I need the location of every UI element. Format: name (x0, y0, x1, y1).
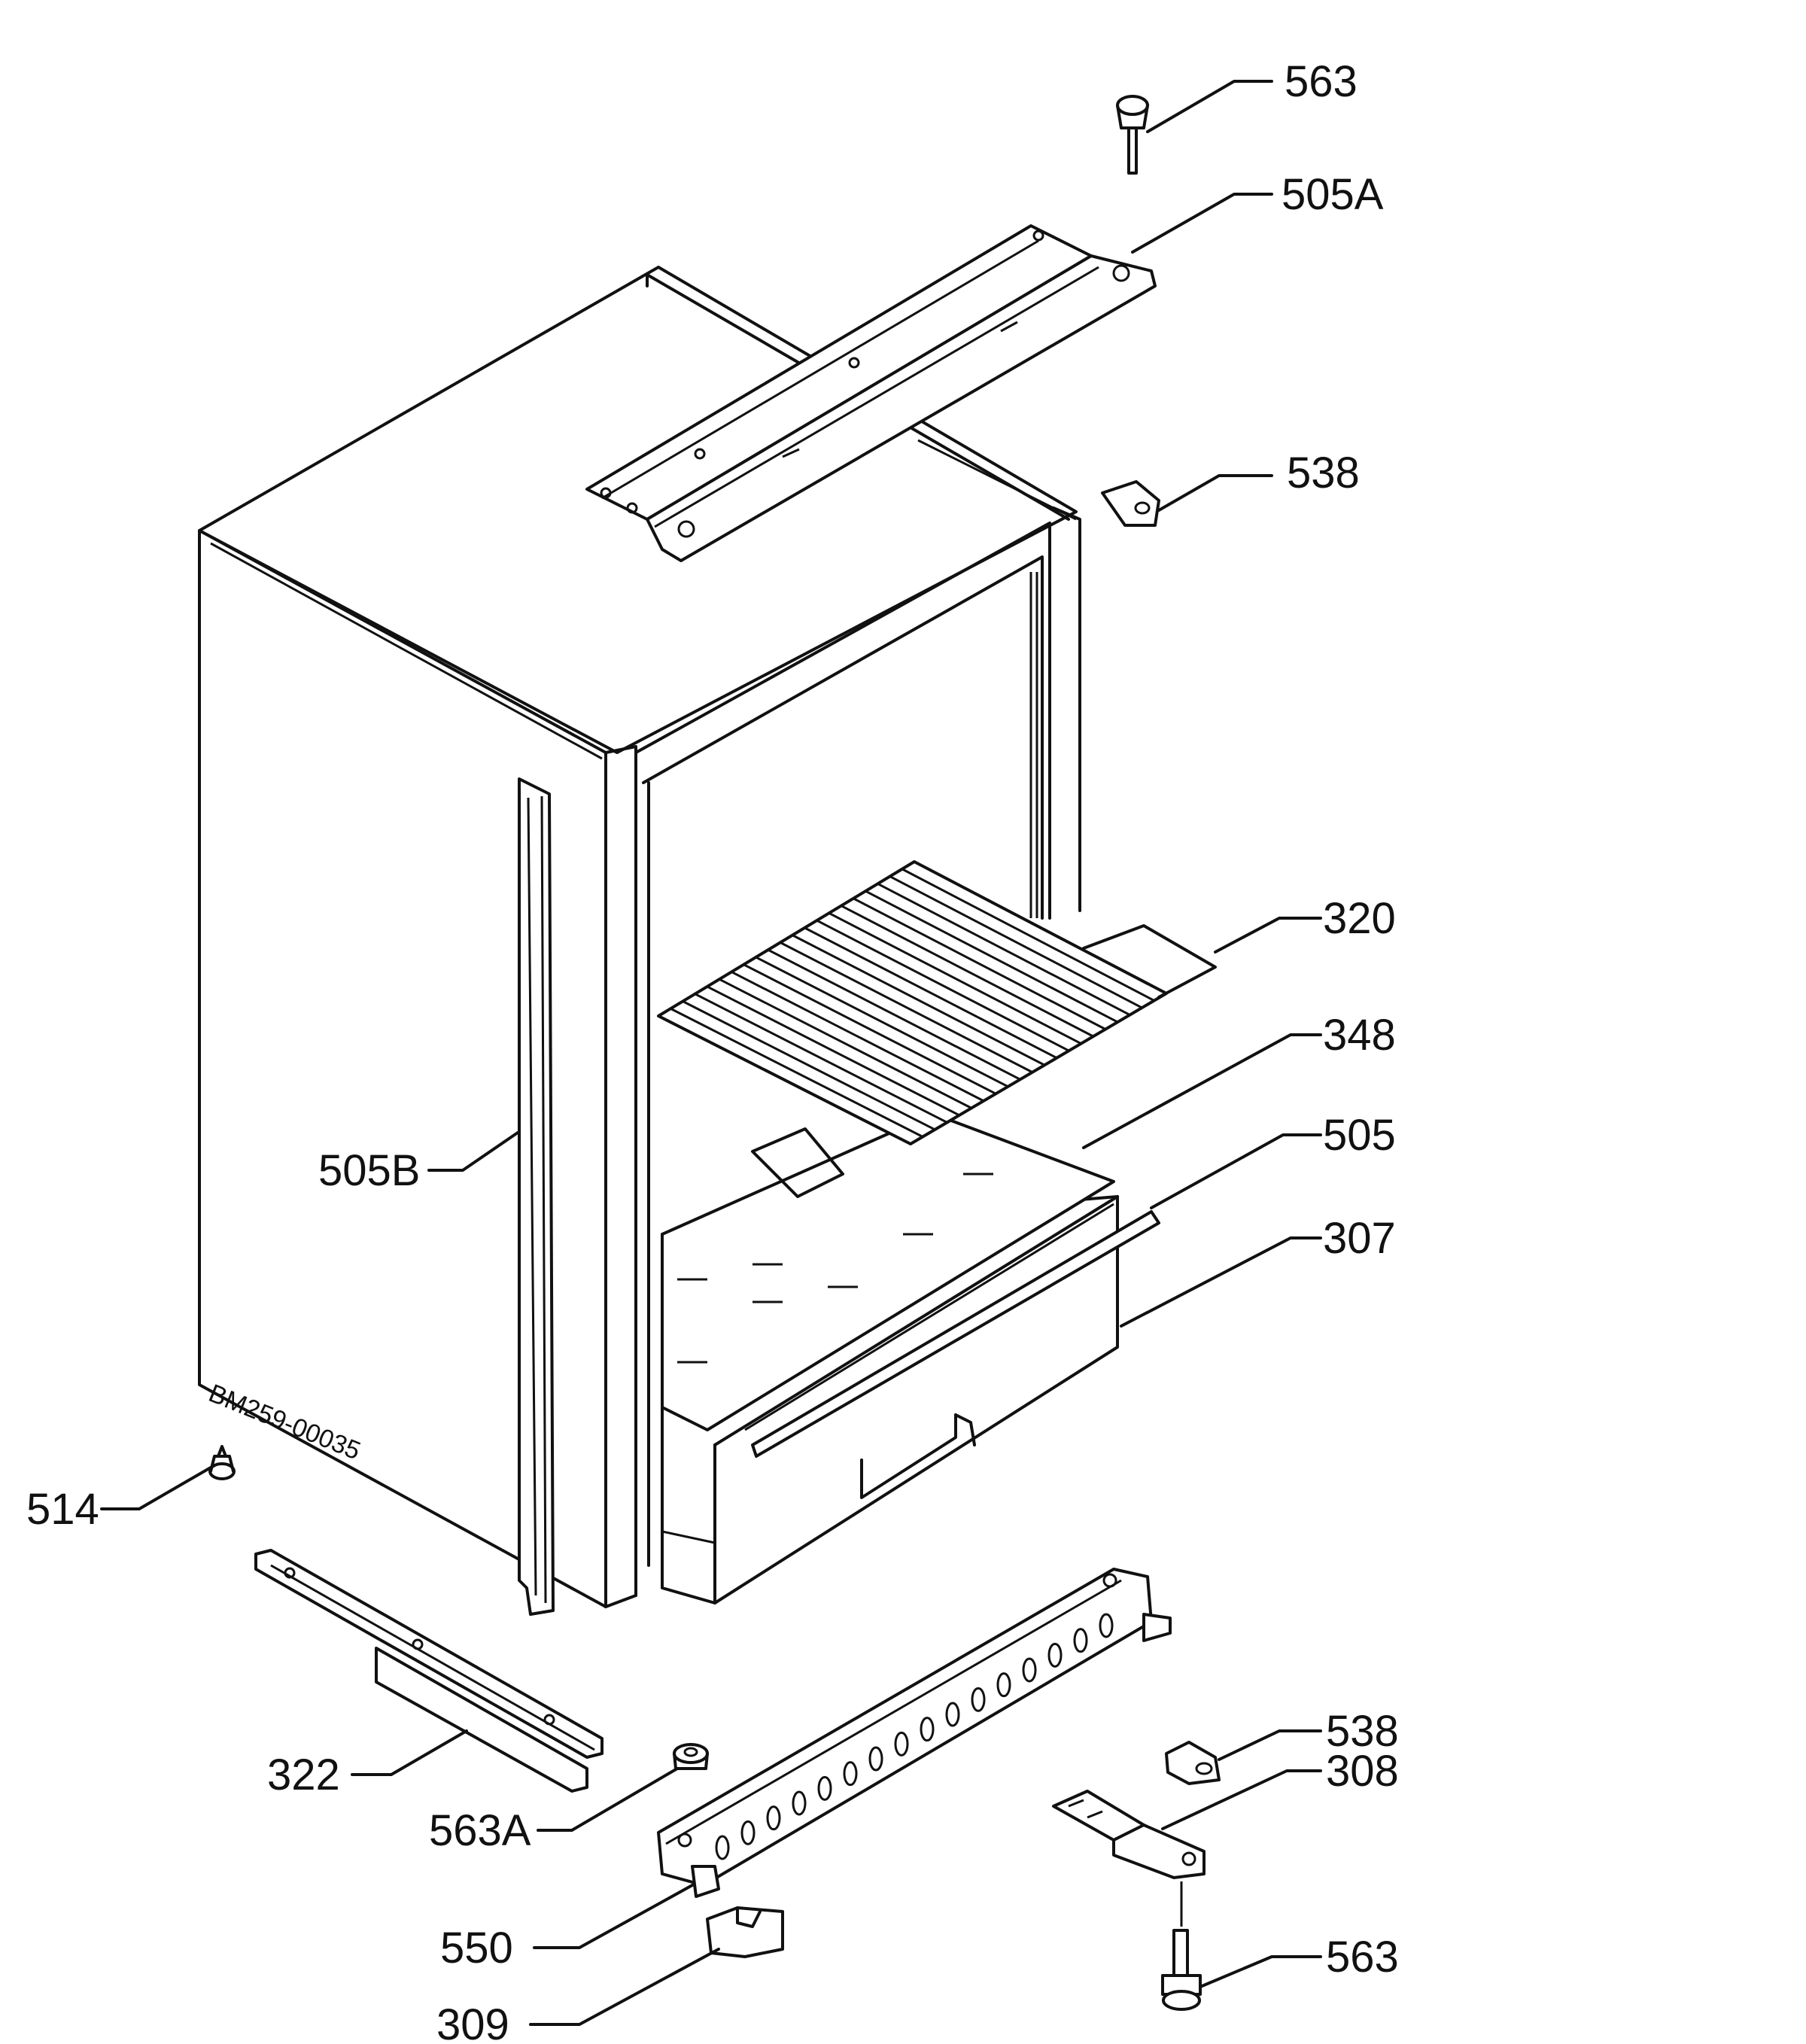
label-550: 550 (440, 1924, 513, 1973)
nut (673, 1743, 709, 1770)
rail-slot (740, 1820, 756, 1845)
shelf-wire (670, 1007, 923, 1138)
shelf-wire (828, 912, 1082, 1045)
shelf-wire (743, 963, 997, 1095)
label-514: 514 (26, 1485, 99, 1534)
label-308: 308 (1326, 1747, 1399, 1796)
label-538-bottom: 538 (1326, 1707, 1399, 1756)
rail-slot (1022, 1657, 1037, 1683)
shelf-wire (792, 934, 1045, 1066)
label-563-top: 563 (1285, 57, 1358, 106)
hinge-plate (1052, 1790, 1206, 1927)
clip-bottom (1165, 1741, 1221, 1785)
label-563A: 563A (429, 1806, 531, 1855)
label-563-bottom: 563 (1326, 1933, 1399, 1982)
rail-slot (920, 1717, 935, 1742)
shelf-wire (901, 868, 1155, 1002)
shelf-wire (804, 926, 1057, 1060)
screw-top (1116, 95, 1149, 175)
shelf-wire (658, 1014, 911, 1145)
shelf-wire (780, 941, 1033, 1074)
wire-shelf (657, 860, 1217, 1198)
rail-slot (843, 1761, 858, 1787)
shelf-wire (755, 956, 1009, 1088)
rail-slot (715, 1835, 730, 1860)
rail-slot (766, 1805, 781, 1831)
top-bracket (585, 224, 1157, 562)
label-309: 309 (436, 2000, 509, 2044)
hinge-rail (657, 1568, 1172, 1898)
crisper-drawer (661, 1112, 1160, 1604)
shelf-wire (731, 971, 984, 1103)
shelf-wire (719, 978, 972, 1109)
label-320: 320 (1323, 894, 1396, 943)
rail-slot (1073, 1628, 1088, 1653)
shelf-wire (816, 919, 1070, 1052)
label-348: 348 (1323, 1011, 1396, 1060)
label-538-top: 538 (1287, 449, 1360, 497)
rail-slot (792, 1790, 807, 1816)
label-307: 307 (1323, 1214, 1396, 1263)
rail-slot (868, 1746, 883, 1772)
rail-slot (971, 1687, 986, 1712)
shelf-wire (865, 890, 1118, 1024)
screw-bottom (1161, 1929, 1202, 2011)
label-505A: 505A (1282, 170, 1384, 219)
shelf-wire (877, 882, 1131, 1016)
shelf-wire (682, 1000, 936, 1131)
rail-slot (945, 1702, 960, 1727)
shelf-wire (889, 875, 1143, 1009)
shelf-wire (768, 948, 1021, 1081)
shelf-wire (707, 985, 960, 1117)
side-bracket (254, 1549, 604, 1793)
shelf-wire (914, 860, 1167, 995)
label-322: 322 (267, 1750, 340, 1799)
label-505: 505 (1323, 1111, 1396, 1160)
rail-slot (894, 1731, 909, 1757)
clip-top (1101, 480, 1160, 527)
adjustable-foot (208, 1445, 236, 1480)
rail-slot (996, 1672, 1011, 1698)
label-505B: 505B (318, 1146, 420, 1195)
shelf-wire (853, 897, 1106, 1030)
rail-slot (817, 1775, 832, 1801)
callouts: 563 505A 538 320 348 505 307 505B 514 32… (26, 57, 1399, 2044)
shelf-wire (694, 993, 948, 1124)
rail-slot (1099, 1613, 1114, 1638)
shelf-wire (841, 905, 1094, 1038)
rail-slot (1047, 1642, 1063, 1668)
